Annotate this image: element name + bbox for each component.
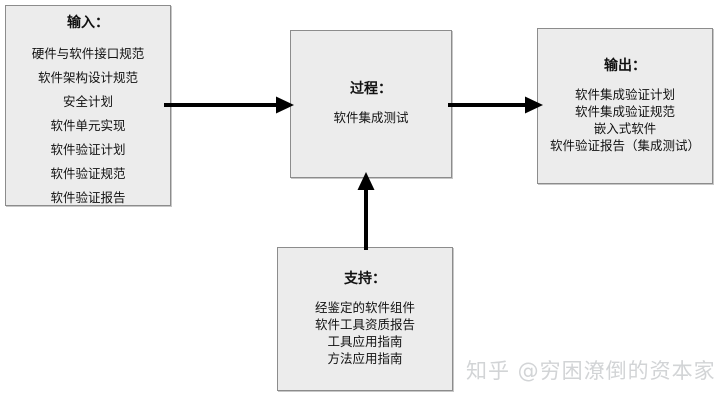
arrow-input-to-process — [164, 96, 294, 114]
node-output: 输出： 软件集成验证计划 软件集成验证规范 嵌入式软件 软件验证报告（集成测试） — [537, 28, 713, 184]
list-item: 软件集成验证计划 — [574, 86, 675, 102]
list-item: 嵌入式软件 — [593, 120, 657, 136]
node-support-title: 支持： — [344, 271, 386, 288]
list-item: 软件集成测试 — [333, 109, 409, 125]
node-process-items: 软件集成测试 — [333, 109, 408, 127]
list-item: 软件验证报告（集成测试） — [549, 137, 700, 153]
list-item: 软件验证报告 — [50, 189, 126, 205]
node-input-title: 输入： — [67, 15, 109, 31]
arrow-support-to-process — [357, 172, 375, 250]
node-support-items: 经鉴定的软件组件 软件工具资质报告 工具应用指南 方法应用指南 — [315, 299, 415, 367]
node-process-title: 过程： — [350, 81, 392, 98]
list-item: 软件验证计划 — [50, 141, 126, 157]
watermark: 知乎 @穷困潦倒的资本家 — [466, 359, 716, 383]
list-item: 软件单元实现 — [50, 117, 126, 133]
list-item: 方法应用指南 — [327, 350, 403, 366]
list-item: 软件验证规范 — [50, 165, 126, 181]
node-support: 支持： 经鉴定的软件组件 软件工具资质报告 工具应用指南 方法应用指南 — [277, 247, 453, 391]
node-input: 输入： 硬件与软件接口规范 软件架构设计规范 安全计划 软件单元实现 软件验证计… — [5, 5, 171, 206]
list-item: 硬件与软件接口规范 — [31, 45, 145, 61]
node-process: 过程： 软件集成测试 — [290, 30, 452, 178]
list-item: 软件架构设计规范 — [37, 69, 138, 85]
node-input-items: 硬件与软件接口规范 软件架构设计规范 安全计划 软件单元实现 软件验证计划 软件… — [32, 42, 145, 210]
list-item: 安全计划 — [62, 93, 113, 109]
node-output-items: 软件集成验证计划 软件集成验证规范 嵌入式软件 软件验证报告（集成测试） — [550, 86, 700, 154]
list-item: 工具应用指南 — [327, 333, 403, 349]
list-item: 软件工具资质报告 — [314, 316, 415, 332]
list-item: 软件集成验证规范 — [574, 103, 675, 119]
arrow-process-to-output — [448, 96, 543, 114]
list-item: 经鉴定的软件组件 — [314, 299, 415, 315]
node-output-title: 输出： — [604, 58, 646, 75]
